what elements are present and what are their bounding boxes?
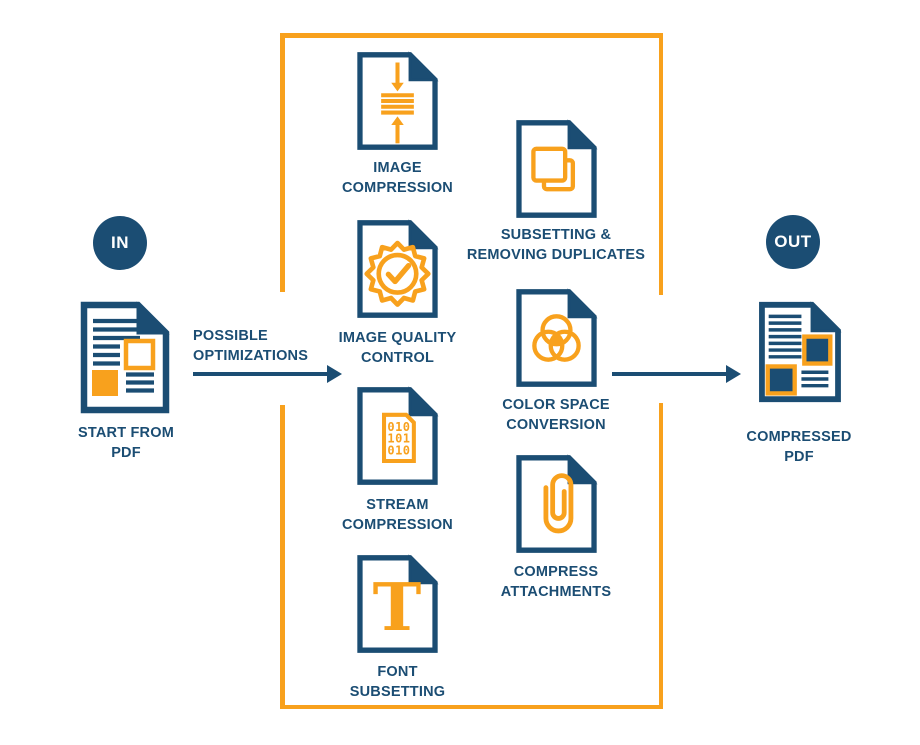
quality-seal-check-icon xyxy=(355,218,440,320)
compressed-pdf-label: COMPRESSED PDF xyxy=(746,429,852,465)
svg-text:010: 010 xyxy=(387,420,410,434)
binary-data-icon: 010 101 010 xyxy=(355,385,440,487)
output-arrow-shaft xyxy=(612,371,726,376)
svg-text:T: T xyxy=(373,570,422,646)
out-badge: OUT xyxy=(766,215,820,269)
duplicate-pages-icon xyxy=(514,118,599,220)
frame-top-edge xyxy=(280,33,663,38)
start-pdf-document-icon xyxy=(79,300,171,415)
image-compression-label: IMAGE COMPRESSION xyxy=(342,160,453,196)
frame-left-upper-edge xyxy=(280,33,285,292)
font-subsetting-label: FONT SUBSETTING xyxy=(349,664,446,700)
in-badge-label: IN xyxy=(111,233,129,252)
image-compression-icon xyxy=(355,50,440,152)
compressed-pdf-document-icon xyxy=(757,300,842,404)
compress-attachments-label: COMPRESS ATTACHMENTS xyxy=(500,564,612,600)
frame-right-lower-edge xyxy=(658,403,663,709)
color-circles-icon xyxy=(514,287,599,389)
in-badge: IN xyxy=(93,216,147,270)
paperclip-icon xyxy=(514,453,599,555)
subsetting-removing-duplicates-label: SUBSETTING & REMOVING DUPLICATES xyxy=(466,227,646,263)
stream-compression-label: STREAM COMPRESSION xyxy=(342,497,453,533)
svg-text:010: 010 xyxy=(387,443,410,457)
svg-text:101: 101 xyxy=(387,432,410,446)
input-arrow-head xyxy=(327,364,342,383)
frame-bottom-edge xyxy=(280,704,663,709)
possible-optimizations-label: POSSIBLE OPTIMIZATIONS xyxy=(193,328,309,364)
color-space-conversion-label: COLOR SPACE CONVERSION xyxy=(502,397,610,433)
letter-t-icon: T xyxy=(355,553,440,655)
frame-right-upper-edge xyxy=(658,33,663,295)
input-arrow-shaft xyxy=(193,371,327,376)
output-arrow-head xyxy=(726,364,741,383)
out-badge-label: OUT xyxy=(774,232,812,251)
start-pdf-label: START FROM PDF xyxy=(78,425,174,461)
frame-left-lower-edge xyxy=(280,405,285,709)
image-quality-control-label: IMAGE QUALITY CONTROL xyxy=(338,330,457,366)
